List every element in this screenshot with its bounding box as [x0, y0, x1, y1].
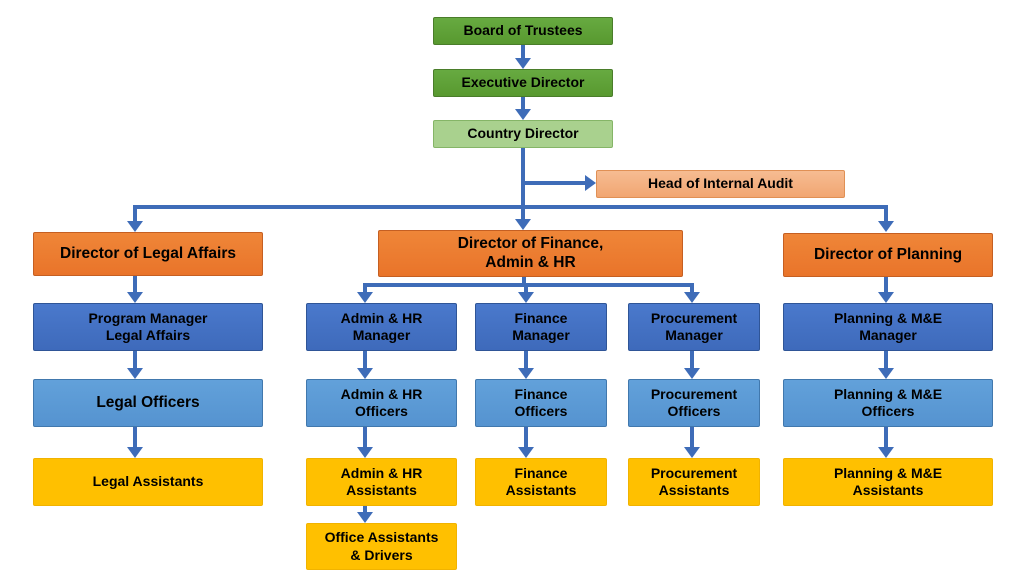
arrow-down-icon	[127, 368, 143, 379]
connector-country-trunk	[521, 148, 525, 209]
arrow-down-icon	[357, 447, 373, 458]
connector-legal-manager-to-officers	[133, 351, 137, 368]
connector-procurement-manager-to-officers	[690, 351, 694, 368]
node-executive-director: Executive Director	[433, 69, 613, 97]
node-finance-assistants: Finance Assistants	[475, 458, 607, 506]
connector-executive-to-country	[521, 97, 525, 109]
connector-to-internal-audit	[523, 181, 585, 185]
node-admin-hr-officers: Admin & HR Officers	[306, 379, 457, 427]
node-planning-me-assistants: Planning & M&E Assistants	[783, 458, 993, 506]
connector-directors-rail	[133, 205, 888, 209]
connector-legal-officers-to-assistants	[133, 427, 137, 447]
arrow-down-icon	[684, 368, 700, 379]
arrow-down-icon	[518, 447, 534, 458]
arrow-down-icon	[357, 292, 373, 303]
node-country-director: Country Director	[433, 120, 613, 148]
connector-procurement-officers-to-assistants	[690, 427, 694, 447]
arrow-down-icon	[515, 219, 531, 230]
arrow-right-icon	[585, 175, 596, 191]
node-procurement-assistants: Procurement Assistants	[628, 458, 760, 506]
arrow-down-icon	[518, 292, 534, 303]
connector-split-to-adminhr-manager	[363, 287, 367, 292]
connector-adminhr-manager-to-officers	[363, 351, 367, 368]
node-finance-manager: Finance Manager	[475, 303, 607, 351]
node-legal-assistants: Legal Assistants	[33, 458, 263, 506]
connector-finance-officers-to-assistants	[524, 427, 528, 447]
arrow-down-icon	[127, 292, 143, 303]
arrow-down-icon	[878, 221, 894, 232]
arrow-down-icon	[878, 292, 894, 303]
connector-adminhr-assistants-to-office	[363, 506, 367, 512]
connector-rail-to-finance-director	[521, 209, 525, 219]
node-director-legal-affairs: Director of Legal Affairs	[33, 232, 263, 276]
connector-split-to-finance-manager	[524, 287, 528, 292]
node-legal-officers: Legal Officers	[33, 379, 263, 427]
node-director-planning: Director of Planning	[783, 233, 993, 277]
arrow-down-icon	[878, 447, 894, 458]
connector-finance-split-rail	[363, 283, 694, 287]
node-finance-officers: Finance Officers	[475, 379, 607, 427]
connector-adminhr-officers-to-assistants	[363, 427, 367, 447]
connector-finance-director-stub	[522, 277, 526, 283]
arrow-down-icon	[515, 109, 531, 120]
node-procurement-officers: Procurement Officers	[628, 379, 760, 427]
node-director-finance-admin-hr: Director of Finance, Admin & HR	[378, 230, 683, 277]
arrow-down-icon	[357, 512, 373, 523]
node-board-of-trustees: Board of Trustees	[433, 17, 613, 45]
connector-split-to-procurement-manager	[690, 287, 694, 292]
node-head-of-internal-audit: Head of Internal Audit	[596, 170, 845, 198]
connector-board-to-executive	[521, 45, 525, 58]
connector-rail-to-legal-director	[133, 209, 137, 221]
connector-planning-director-to-manager	[884, 277, 888, 292]
node-planning-me-officers: Planning & M&E Officers	[783, 379, 993, 427]
arrow-down-icon	[878, 368, 894, 379]
arrow-down-icon	[684, 292, 700, 303]
connector-finance-manager-to-officers	[524, 351, 528, 368]
node-office-assistants-drivers: Office Assistants & Drivers	[306, 523, 457, 570]
node-planning-me-manager: Planning & M&E Manager	[783, 303, 993, 351]
connector-planning-manager-to-officers	[884, 351, 888, 368]
arrow-down-icon	[357, 368, 373, 379]
connector-legal-director-to-manager	[133, 276, 137, 292]
arrow-down-icon	[127, 447, 143, 458]
arrow-down-icon	[684, 447, 700, 458]
node-admin-hr-assistants: Admin & HR Assistants	[306, 458, 457, 506]
connector-rail-to-planning-director	[884, 209, 888, 221]
arrow-down-icon	[127, 221, 143, 232]
arrow-down-icon	[515, 58, 531, 69]
connector-planning-officers-to-assistants	[884, 427, 888, 447]
node-procurement-manager: Procurement Manager	[628, 303, 760, 351]
arrow-down-icon	[518, 368, 534, 379]
node-program-manager-legal-affairs: Program Manager Legal Affairs	[33, 303, 263, 351]
node-admin-hr-manager: Admin & HR Manager	[306, 303, 457, 351]
